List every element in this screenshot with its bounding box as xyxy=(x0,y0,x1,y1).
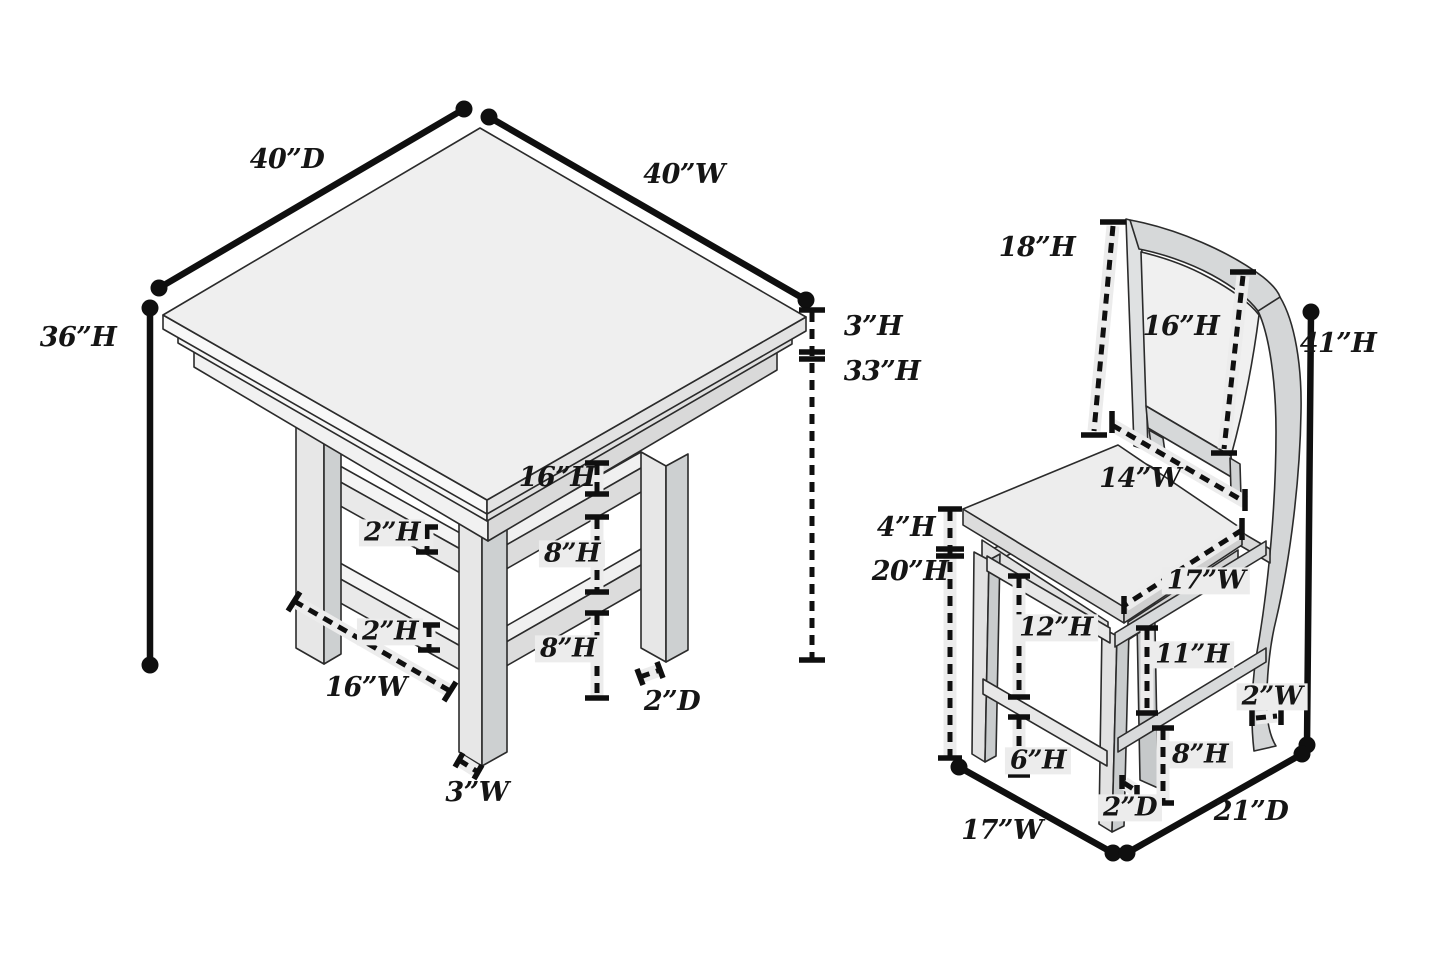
dim-chair-front-leg-depth xyxy=(1119,775,1140,799)
dim-chair-seat-height xyxy=(936,506,964,761)
dimension-lines xyxy=(141,100,1320,862)
dim-table-overall-height xyxy=(141,299,159,674)
dim-chair-stretcher-gap-right xyxy=(1136,625,1158,716)
dim-chair-lower-stretcher-floor-left xyxy=(1008,714,1030,778)
chair-front-right-leg xyxy=(1098,627,1130,833)
table-front-leg xyxy=(458,519,508,767)
dim-table-top-thickness-and-under-height xyxy=(799,307,825,663)
chair-rear-right-leg xyxy=(1251,296,1302,752)
dim-table-top-width xyxy=(480,108,815,309)
dim-table-top-depth xyxy=(150,100,473,297)
dim-chair-back-height xyxy=(1081,219,1126,438)
dim-chair-floor-width xyxy=(950,758,1122,862)
dim-table-leg-width xyxy=(452,751,485,781)
dim-table-shelf-width xyxy=(285,590,459,703)
dim-chair-back-panel-height xyxy=(1211,269,1256,456)
dim-table-leg-depth xyxy=(634,661,666,686)
table-right-leg xyxy=(640,451,689,663)
dim-table-top-to-shelf xyxy=(585,460,609,497)
table-left-leg xyxy=(295,419,342,665)
table-drawing xyxy=(162,127,807,767)
dim-chair-floor-depth xyxy=(1118,745,1311,862)
chair-front-left-leg xyxy=(971,551,1001,763)
dim-chair-rear-leg-width xyxy=(1249,709,1284,726)
dim-chair-overall-height xyxy=(1298,303,1320,754)
dim-table-shelf-to-floor xyxy=(585,610,609,701)
dim-chair-back-width xyxy=(1108,411,1249,511)
chair-stretcher-left-lower xyxy=(982,678,1108,767)
table-top xyxy=(162,127,807,515)
